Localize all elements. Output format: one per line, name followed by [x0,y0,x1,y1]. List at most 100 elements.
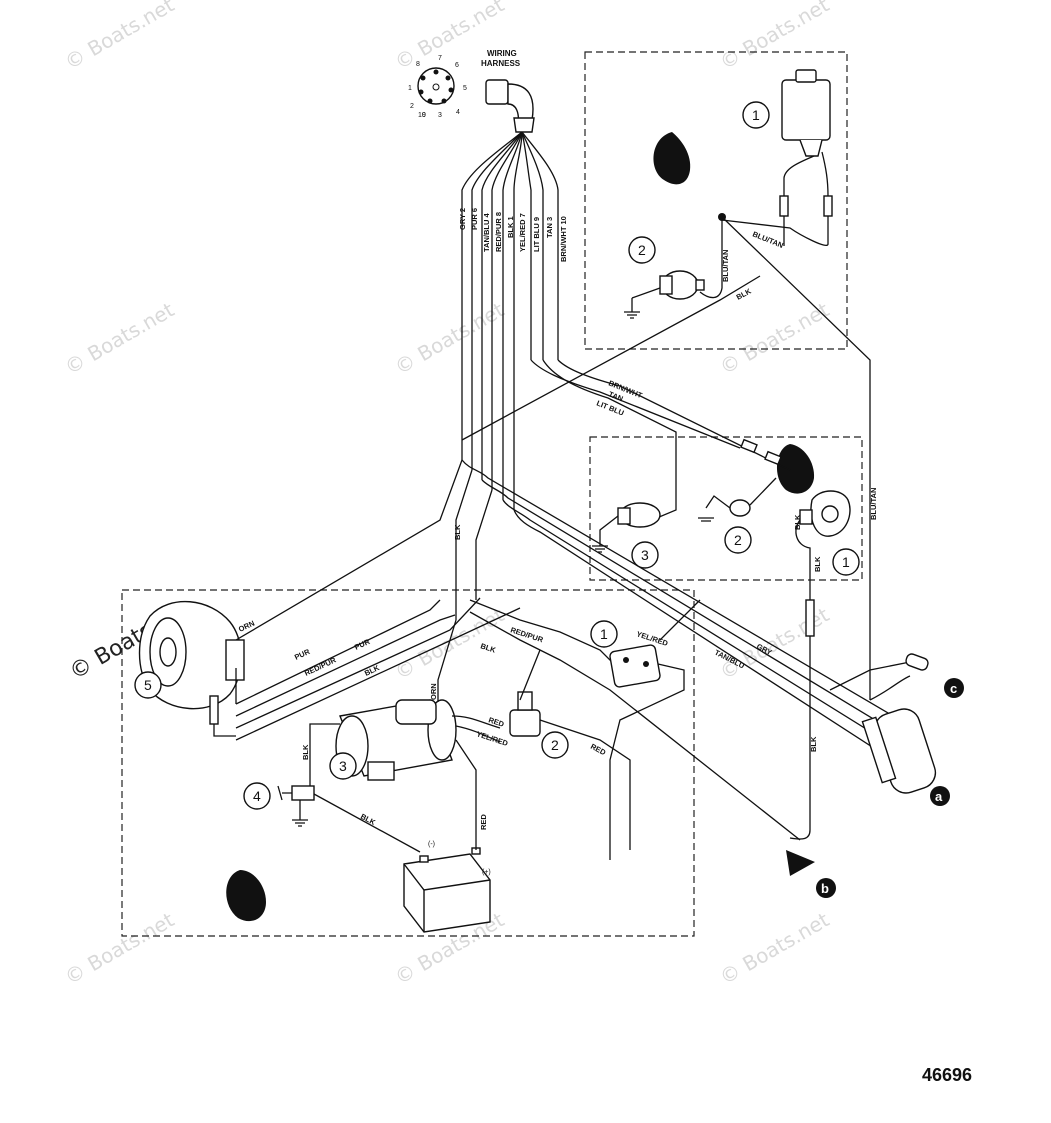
watermark: © Boats.net [716,907,834,989]
wire-label: ORN [429,683,438,700]
wire-label: BRN/WHT 10 [559,216,568,262]
wire-label: RED/PUR [303,655,338,678]
callout-1-upper: 1 [742,101,770,129]
wire-label: BLK [793,514,802,530]
terminal-label: a [935,789,943,804]
callout-2-lower: 2 [541,731,569,759]
oil-pressure-sender [781,69,831,157]
engine-harness-connector [861,708,937,794]
wire-label: YEL/RED [475,729,509,748]
slave-solenoid [509,691,541,737]
wire-label: BLK [301,744,310,760]
pin-label: 6 [455,62,459,69]
pin-label: 9 [422,112,426,119]
wire-label: BLK [453,524,462,540]
teardrop-mark [653,132,691,185]
wire-label: PUR 6 [470,208,479,230]
wire-label: BLU/TAN [751,230,784,250]
watermark: © Boats.net [61,0,179,74]
harness-plug [485,79,535,133]
teardrop-mark [226,870,266,922]
wire-label: BLK [363,663,381,678]
callout-number: 3 [339,758,347,774]
small-switch [729,499,751,517]
wire-label: RED [479,814,488,830]
oil-temp-sender [617,502,661,528]
callout-number: 2 [551,737,559,753]
temperature-sender [659,270,705,300]
battery-neg-label: (-) [428,841,435,848]
wire-label: BLK [479,641,497,655]
region-lower-left [121,589,695,937]
callout-4-lower: 4 [243,782,271,810]
harness-wire-labels: GRY 2 PUR 6 TAN/BLU 4 RED/PUR 8 BLK 1 YE… [458,208,568,262]
watermark: © Boats.net [61,907,179,989]
callout-number: 4 [253,788,261,804]
harness-wire-bundle [461,131,559,510]
callout-3-middle: 3 [631,541,659,569]
wire-label: RED/PUR 8 [494,212,503,252]
callout-5-lower: 5 [134,671,162,699]
wire-label: RED/PUR [509,625,544,644]
callout-1-middle: 1 [832,548,860,576]
wire-label: LIT BLU 9 [532,217,541,252]
terminal-label: b [821,881,829,896]
wire-label: BLK 1 [506,216,515,238]
callout-1-lower: 1 [590,620,618,648]
connector-pin-face: 1 2 3 4 5 6 7 8 9 10 [408,55,467,119]
watermarks: © Boats.net © Boats.net © Boats.net © Bo… [61,0,834,989]
terminal-a: a [930,786,950,806]
wire-label: BLK [359,812,377,827]
pin-label: 10 [418,112,426,119]
wire-label: PUR [293,647,312,662]
watermark: © Boats.net [716,297,834,379]
ground-stud [277,785,315,827]
callout-number: 3 [641,547,649,563]
terminal-c: c [944,678,964,698]
wire-label: BLK [809,736,818,752]
pin-label: 8 [416,61,420,68]
harness-title: WIRING [487,49,517,58]
wire-label: BLK [813,556,822,572]
wire-label: YEL/RED 7 [518,213,527,252]
region-middle-right [589,436,863,581]
watermark: © Boats.net [391,297,509,379]
region-upper-right [584,51,848,350]
wire-label: RED [589,742,608,758]
wire-label: TAN 3 [545,217,554,238]
wire-label: GRY 2 [458,208,467,230]
wire-label: BLK [735,286,753,301]
circuit-breaker [609,644,661,688]
wire-label: TAN/BLU 4 [482,213,491,252]
distributor-sensor [799,490,851,537]
callout-2-middle: 2 [724,526,752,554]
pin-label: 1 [408,85,412,92]
pin-label: 3 [438,112,442,119]
callout-number: 5 [144,677,152,693]
callout-number: 2 [638,242,646,258]
wire-label: ORN [237,619,256,634]
pin-label: 2 [410,103,414,110]
callout-number: 1 [842,554,850,570]
terminal-label: c [950,681,957,696]
harness-title: HARNESS [481,59,521,68]
callout-number: 2 [734,532,742,548]
callout-number: 1 [600,626,608,642]
watermark: © Boats.net [61,297,179,379]
callout-3-lower: 3 [329,752,357,780]
terminal-b: b [786,850,836,898]
battery [403,847,491,933]
callout-2-upper: 2 [628,236,656,264]
figure-number: 46696 [922,1065,972,1085]
pin-label: 4 [456,109,460,116]
wire-label: BLU/TAN [721,250,730,282]
pin-label: 7 [438,55,442,62]
battery-pos-label: (+) [482,869,491,876]
wire-label: BLU/TAN [869,488,878,520]
pin-label: 5 [463,85,467,92]
teardrop-mark [776,444,815,494]
watermark: © Boats.net [716,0,834,74]
alternator [138,600,245,710]
